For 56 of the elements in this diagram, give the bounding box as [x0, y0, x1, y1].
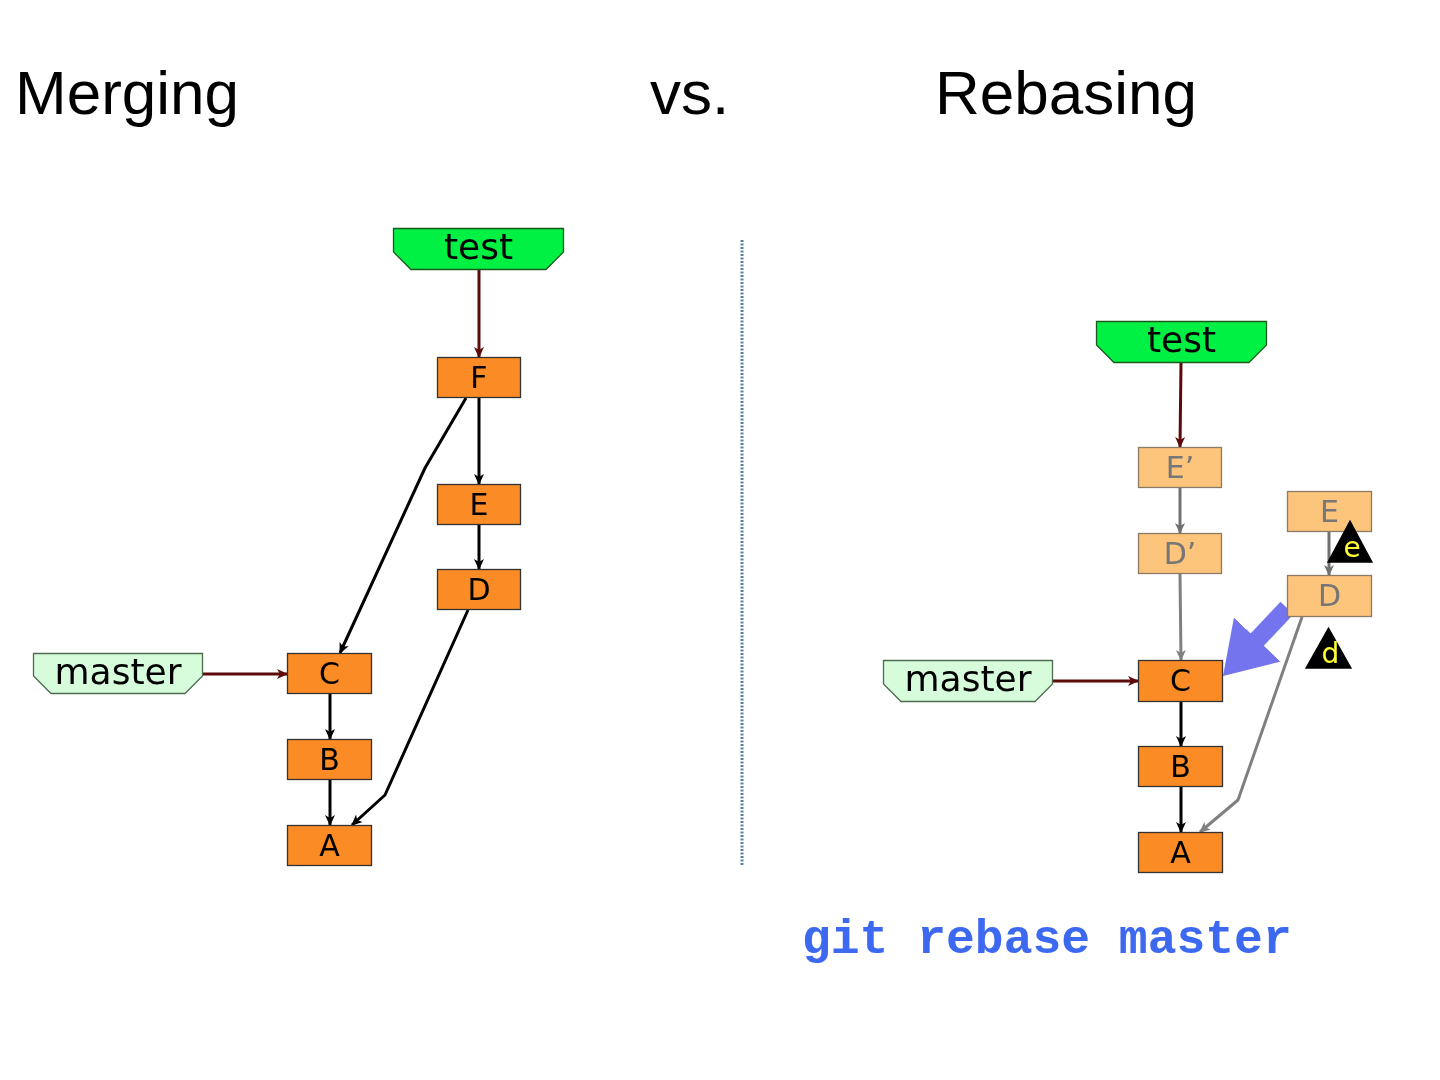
commit-box — [437, 484, 521, 525]
commit-name: A — [319, 830, 340, 861]
arrow — [1324, 532, 1334, 576]
arrow — [474, 525, 484, 570]
arrow — [1175, 574, 1186, 661]
arrow — [203, 669, 288, 679]
commit-box — [1287, 491, 1372, 532]
warning-triangle — [1306, 628, 1351, 668]
commit-name: E — [469, 489, 489, 520]
arrow — [351, 609, 470, 827]
commit-box — [1287, 575, 1372, 617]
commit-name: D’ — [1163, 538, 1197, 569]
branch-label — [393, 228, 564, 270]
branch-name: master — [904, 661, 1032, 697]
arrow — [1176, 787, 1186, 833]
arrow — [474, 398, 484, 485]
commit-name: B — [319, 744, 340, 775]
command-text: git rebase master — [802, 916, 1292, 964]
branch-label — [33, 653, 203, 694]
heading: vs. — [650, 62, 730, 124]
commit-box — [287, 653, 372, 694]
commit-name: B — [1170, 751, 1191, 782]
commit-box — [437, 357, 521, 398]
branch-name: test — [443, 229, 514, 265]
arrow — [1053, 676, 1139, 686]
branch-name: test — [1146, 322, 1217, 358]
arrow — [1175, 363, 1186, 448]
commit-box — [1138, 660, 1223, 702]
arrow — [1199, 616, 1304, 834]
commit-box — [1138, 832, 1223, 873]
commit-name: C — [319, 658, 340, 689]
arrow — [338, 397, 468, 654]
commit-box — [287, 825, 372, 866]
arrow — [325, 780, 335, 826]
branch-label — [883, 660, 1053, 702]
marker-letter: e — [1343, 533, 1361, 562]
marker-letter: d — [1321, 640, 1340, 668]
commit-name: D — [1317, 581, 1342, 611]
commit-name: A — [1170, 837, 1191, 868]
branch-label — [1096, 321, 1267, 363]
branch-name: master — [54, 653, 182, 690]
arrow — [1175, 488, 1185, 534]
commit-box — [1138, 746, 1223, 787]
warning-triangle — [1328, 521, 1372, 562]
arrow — [1176, 702, 1186, 747]
commit-box — [287, 739, 372, 780]
commit-name: F — [470, 362, 488, 393]
arrow — [474, 270, 484, 358]
commit-box — [1138, 447, 1222, 488]
commit-name: D — [467, 574, 491, 605]
commit-box — [1138, 533, 1222, 574]
commit-name: E’ — [1165, 452, 1195, 483]
commit-box — [437, 569, 521, 610]
commit-name: C — [1170, 666, 1191, 696]
commit-name: E — [1320, 496, 1339, 527]
arrow — [325, 694, 335, 740]
